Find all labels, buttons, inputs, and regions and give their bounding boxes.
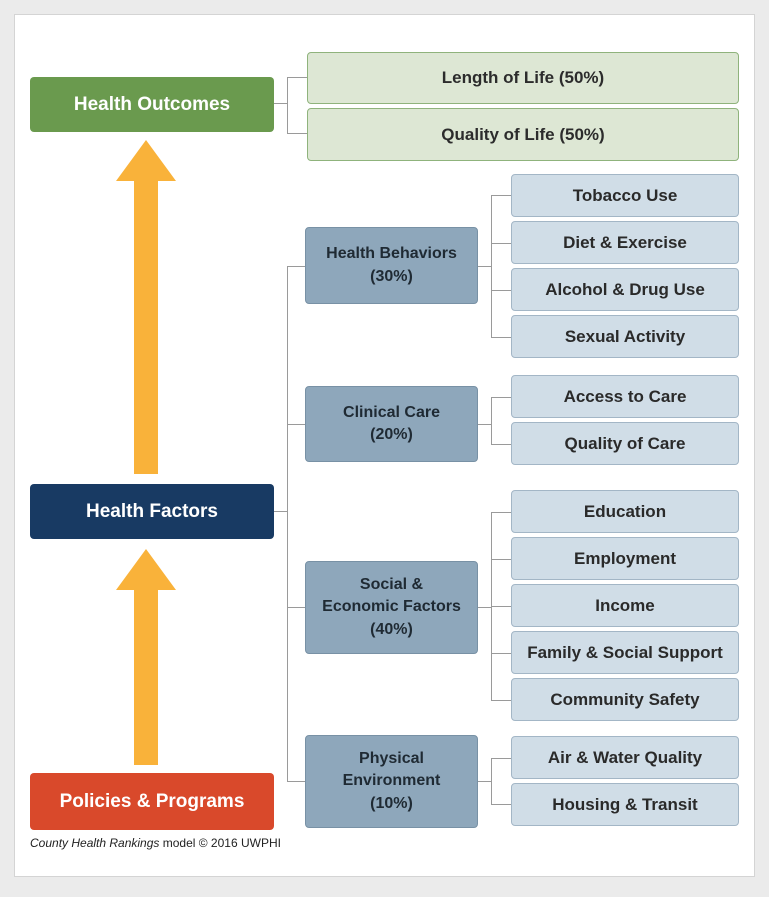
- leaf-community-safety: Community Safety: [511, 678, 739, 721]
- health-outcomes-box: Health Outcomes: [30, 77, 274, 132]
- connector: [287, 607, 306, 608]
- leaf-alcohol-drug-use: Alcohol & Drug Use: [511, 268, 739, 311]
- connector: [491, 758, 512, 759]
- factor-label-line: Environment: [342, 772, 441, 790]
- leaf-employment: Employment: [511, 537, 739, 580]
- connector: [287, 266, 306, 267]
- lower-arrow: [116, 549, 176, 765]
- connector: [274, 103, 288, 104]
- connector: [287, 424, 306, 425]
- credit-italic: County Health Rankings: [30, 836, 160, 850]
- credit-rest: model © 2016 UWPHI: [159, 836, 281, 850]
- leaf-sexual-activity: Sexual Activity: [511, 315, 739, 358]
- factor-health-behaviors: Health Behaviors (30%): [305, 227, 478, 304]
- outcome-length-of-life: Length of Life (50%): [307, 52, 739, 104]
- connector: [491, 512, 512, 513]
- connector: [491, 804, 512, 805]
- leaf-tobacco-use: Tobacco Use: [511, 174, 739, 217]
- policies-programs-box: Policies & Programs: [30, 773, 274, 830]
- factor-physical-environment: Physical Environment (10%): [305, 735, 478, 828]
- leaf-income: Income: [511, 584, 739, 627]
- factor-label-line: Clinical Care: [343, 403, 440, 421]
- connector: [287, 133, 308, 134]
- connector: [491, 243, 512, 244]
- factor-weight: (20%): [370, 426, 413, 443]
- factor-weight: (10%): [370, 794, 413, 812]
- connector: [491, 337, 512, 338]
- health-factors-box: Health Factors: [30, 484, 274, 539]
- upper-arrow: [116, 140, 176, 474]
- connector: [478, 424, 492, 425]
- factor-weight: (40%): [370, 620, 413, 638]
- leaf-diet-exercise: Diet & Exercise: [511, 221, 739, 264]
- leaf-air-water-quality: Air & Water Quality: [511, 736, 739, 779]
- leaf-housing-transit: Housing & Transit: [511, 783, 739, 826]
- leaf-access-to-care: Access to Care: [511, 375, 739, 418]
- leaf-family-social-support: Family & Social Support: [511, 631, 739, 674]
- connector: [491, 397, 492, 445]
- outcome-quality-of-life: Quality of Life (50%): [307, 108, 739, 161]
- connector: [491, 653, 512, 654]
- connector: [478, 607, 492, 608]
- connector: [491, 700, 512, 701]
- leaf-education: Education: [511, 490, 739, 533]
- factor-label-line: Economic Factors: [322, 598, 461, 616]
- connector: [274, 511, 288, 512]
- factor-social-economic: Social & Economic Factors (40%): [305, 561, 478, 654]
- leaf-quality-of-care: Quality of Care: [511, 422, 739, 465]
- connector: [491, 195, 492, 338]
- connector: [478, 266, 492, 267]
- connector: [491, 444, 512, 445]
- credit-line: County Health Rankings model © 2016 UWPH…: [30, 836, 281, 850]
- connector: [491, 397, 512, 398]
- factor-label-line: Social &: [359, 575, 424, 593]
- connector: [287, 266, 288, 782]
- connector: [491, 606, 512, 607]
- connector: [491, 290, 512, 291]
- connector: [287, 77, 288, 134]
- factor-label-line: Physical: [359, 749, 424, 767]
- factor-label-line: Health Behaviors: [326, 245, 457, 263]
- connector: [491, 195, 512, 196]
- connector: [478, 781, 492, 782]
- connector: [287, 77, 308, 78]
- factor-clinical-care: Clinical Care (20%): [305, 386, 478, 462]
- connector: [491, 559, 512, 560]
- connector: [491, 758, 492, 805]
- factor-weight: (30%): [370, 267, 413, 285]
- connector: [287, 781, 306, 782]
